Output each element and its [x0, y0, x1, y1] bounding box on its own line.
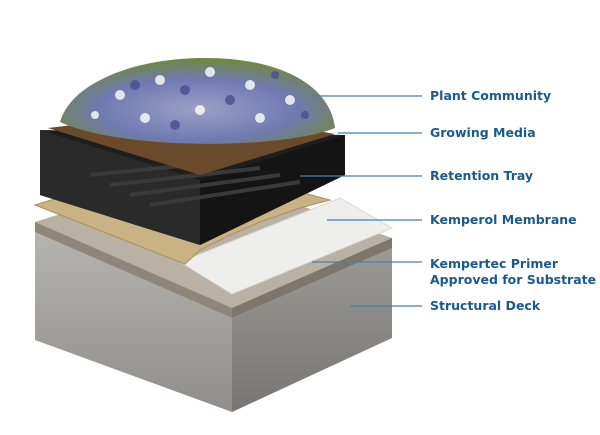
- label-growing-media: Growing Media: [430, 125, 536, 140]
- leader-lines: [300, 95, 422, 307]
- label-retention-tray: Retention Tray: [430, 168, 534, 183]
- label-structural-deck: Structural Deck: [430, 298, 541, 313]
- label-primer-line1: Kempertec Primer: [430, 256, 559, 271]
- label-plant-community: Plant Community: [430, 88, 552, 103]
- label-kemperol-membrane: Kemperol Membrane: [430, 212, 577, 227]
- label-primer-line2: Approved for Substrate: [430, 272, 597, 287]
- kemperol-membrane-white: [178, 197, 394, 295]
- plant-community: [60, 58, 335, 144]
- label-primer: Kempertec Primer Approved for Substrate: [430, 256, 596, 288]
- retention-tray: [40, 130, 345, 245]
